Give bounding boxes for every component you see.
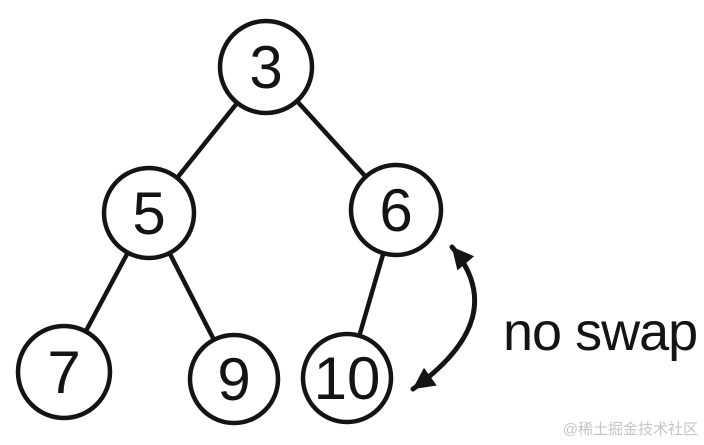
tree-node-9 [187, 332, 281, 426]
tree-node-6 [348, 162, 444, 258]
tree-node-3 [217, 18, 315, 116]
tree-node-label-7: 7 [47, 339, 80, 406]
tree-node-label-5: 5 [132, 180, 165, 247]
tree-node-label-3: 3 [249, 34, 282, 101]
tree-node-7 [15, 323, 113, 421]
no-swap-curved-arrow-icon [410, 244, 478, 392]
watermark-text: @稀土掘金技术社区 [562, 421, 698, 438]
tree-node-10 [300, 331, 394, 425]
tree-node-label-6: 6 [379, 177, 412, 244]
tree-node-label-10: 10 [314, 345, 381, 412]
tree-node-5 [101, 165, 197, 261]
tree-nodes-layer: 3 5 6 7 9 10 [15, 18, 444, 426]
no-swap-label: no swap [503, 302, 698, 362]
tree-node-label-9: 9 [217, 346, 250, 413]
